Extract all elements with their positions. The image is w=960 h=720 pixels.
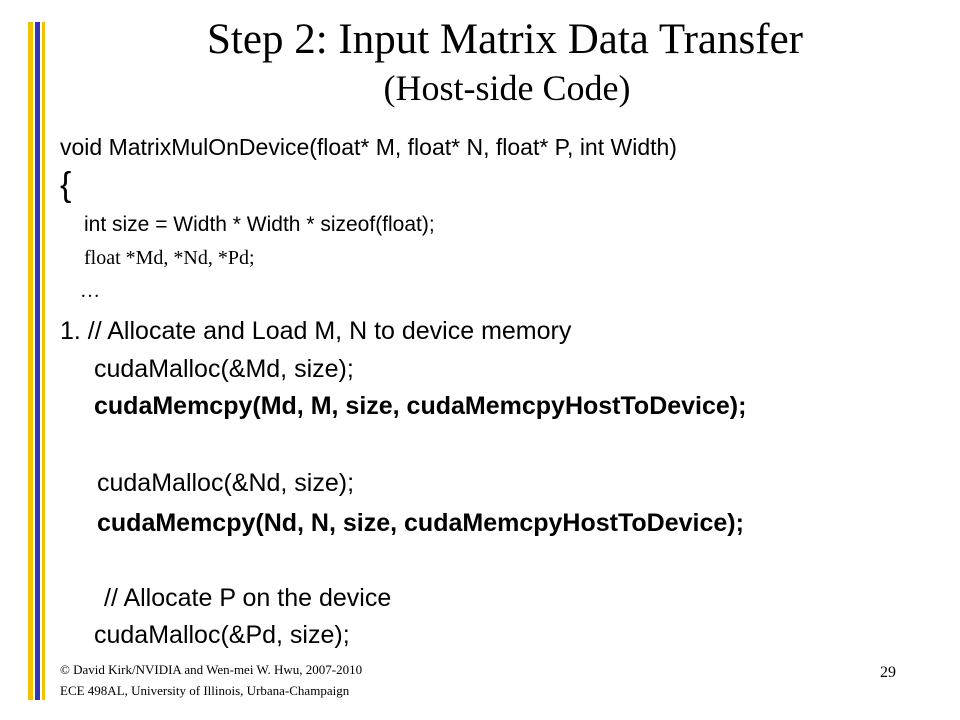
code-comment-allocate-load: 1. // Allocate and Load M, N to device m… [60,317,572,345]
left-accent-bar-yellow-thin [42,22,45,700]
code-open-brace: { [60,166,72,204]
code-size-line: int size = Width * Width * sizeof(float)… [84,213,435,236]
code-malloc-nd: cudaMalloc(&Nd, size); [97,469,355,497]
slide-subtitle: (Host-side Code) [383,68,631,108]
code-malloc-pd: cudaMalloc(&Pd, size); [94,621,350,649]
code-ellipsis: … [80,280,100,302]
code-comment-allocate-p: // Allocate P on the device [104,584,392,612]
code-memcpy-md: cudaMemcpy(Md, M, size, cudaMemcpyHostTo… [94,392,747,420]
code-malloc-md: cudaMalloc(&Md, size); [94,355,354,383]
footer-course: ECE 498AL, University of Illinois, Urban… [60,683,350,698]
footer-copyright: © David Kirk/NVIDIA and Wen-mei W. Hwu, … [60,662,363,677]
code-function-signature: void MatrixMulOnDevice(float* M, float* … [60,134,677,160]
code-pointer-declaration: float *Md, *Nd, *Pd; [84,247,255,269]
page-number: 29 [880,664,896,681]
code-memcpy-nd: cudaMemcpy(Nd, N, size, cudaMemcpyHostTo… [97,509,744,537]
slide-title: Step 2: Input Matrix Data Transfer [207,16,803,63]
left-accent-bar-yellow [28,22,33,700]
left-accent-bar-blue [35,22,40,700]
